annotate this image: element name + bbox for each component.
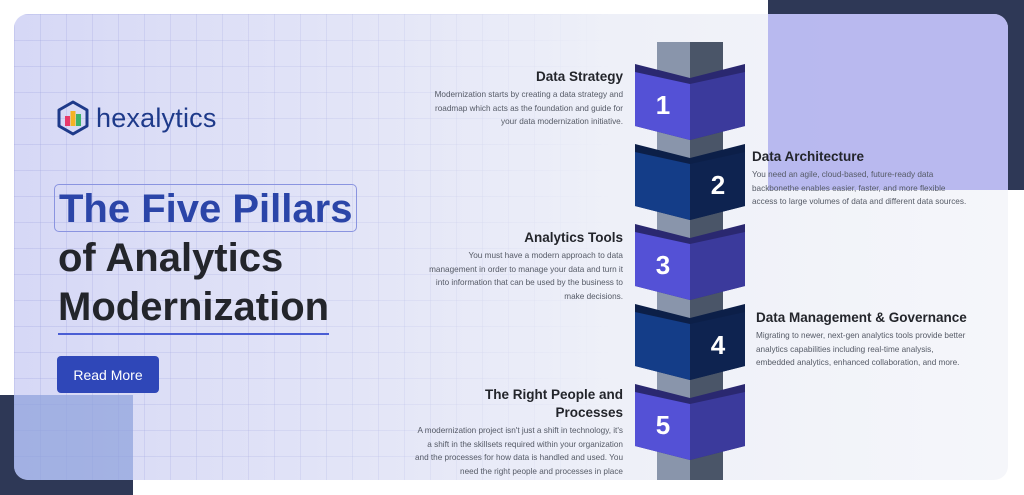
- pillar-block-4: 4: [635, 304, 745, 380]
- title-line-2: of Analytics: [58, 236, 284, 280]
- pillar-text-4: Migrating to newer, next-gen analytics t…: [756, 331, 966, 367]
- pillar-title-4: Data Management & Governance: [756, 310, 967, 325]
- pillar-item-5: The Right People and Processes A moderni…: [414, 386, 623, 478]
- pillar-title-1: Data Strategy: [535, 69, 623, 84]
- hexagon-chart-icon: [57, 100, 89, 136]
- pillar-item-1: Data Strategy Modernization starts by cr…: [430, 68, 623, 129]
- brand-name: hexalytics: [96, 102, 217, 133]
- decor-overlay-bottom-left: [14, 395, 133, 480]
- brand-logo[interactable]: hexalytics: [56, 100, 217, 136]
- read-more-button[interactable]: Read More: [57, 356, 159, 393]
- pillar-block-2: 2: [635, 144, 745, 220]
- pillar-item-4: Data Management & Governance Migrating t…: [756, 309, 971, 370]
- title-line-3: Modernization: [58, 283, 330, 335]
- pillar-block-5: 5: [635, 384, 745, 460]
- pillar-item-3: Analytics Tools You must have a modern a…: [420, 229, 623, 303]
- title-line-1: The Five Pillars: [54, 184, 358, 232]
- pillar-block-3: 3: [635, 224, 745, 300]
- pillar-text-1: Modernization starts by creating a data …: [434, 90, 623, 126]
- pillar-number-5: 5: [656, 410, 670, 440]
- pillar-number-1: 1: [656, 90, 670, 120]
- pillar-block-1: 1: [635, 64, 745, 140]
- pillar-text-5: A modernization project isn't just a shi…: [414, 426, 623, 476]
- pillar-number-2: 2: [711, 170, 725, 200]
- pillar-number-3: 3: [656, 250, 670, 280]
- pillar-item-2: Data Architecture You need an agile, clo…: [752, 148, 972, 209]
- pillar-title-3: Analytics Tools: [524, 230, 623, 245]
- pillar-text-2: You need an agile, cloud-based, future-r…: [752, 170, 967, 206]
- pillar-title-2: Data Architecture: [752, 149, 865, 164]
- decor-overlay-top-right: [768, 14, 1008, 190]
- pillar-number-4: 4: [711, 330, 726, 360]
- pillar-text-3: You must have a modern approach to data …: [429, 251, 623, 301]
- pillar-title-5: The Right People and Processes: [484, 387, 623, 420]
